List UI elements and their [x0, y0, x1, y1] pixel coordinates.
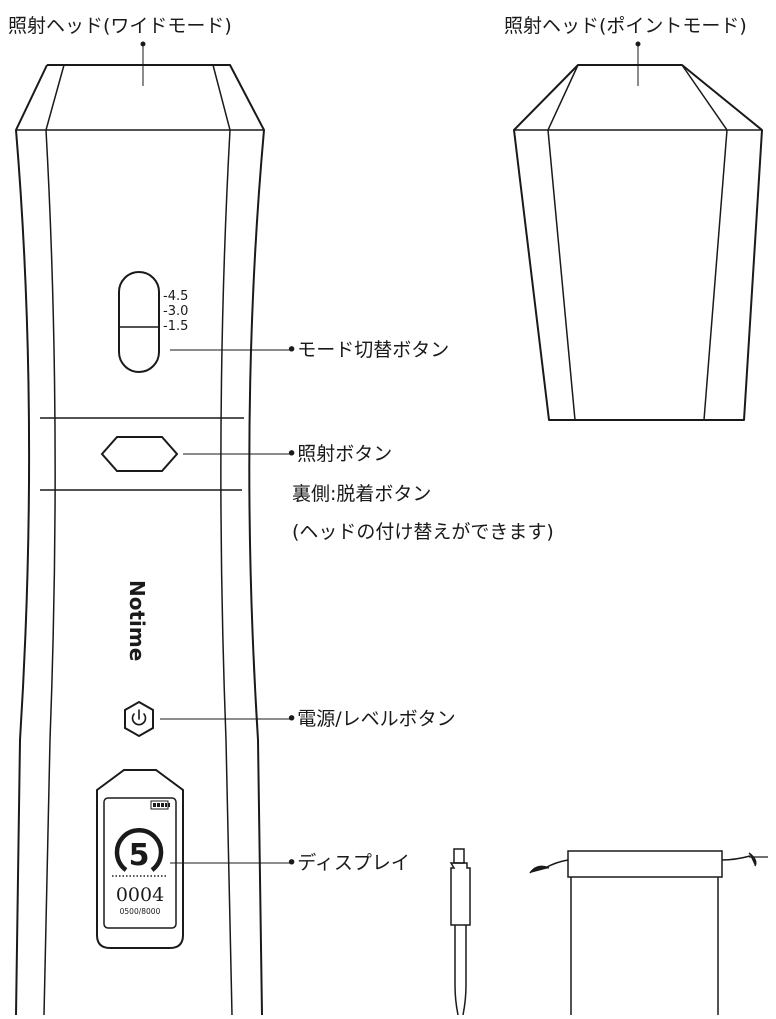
mode-switch[interactable] — [118, 271, 160, 373]
power-button[interactable] — [124, 700, 154, 738]
brand-logo: Notime — [125, 580, 149, 661]
head-facet-lines — [16, 64, 264, 131]
body-inner-lines — [43, 129, 233, 1016]
label-head-swap-note: (ヘッドの付け替えができます) — [292, 521, 554, 543]
shot-counter: 0004 — [116, 884, 164, 906]
display-panel: 5 0004 0500/8000 — [96, 769, 184, 949]
mode-level-1: -4.5 — [163, 289, 188, 304]
button-band — [40, 417, 244, 491]
point-head — [513, 64, 763, 421]
device-body-outline — [15, 64, 265, 1016]
label-head-point: 照射ヘッド(ポイントモード) — [504, 15, 747, 37]
mode-level-3: -1.5 — [163, 319, 188, 334]
leader-head-wide — [140, 41, 146, 86]
power-icon — [131, 709, 147, 726]
battery-icon — [150, 800, 170, 810]
usb-cable-icon — [449, 848, 471, 1016]
shot-total: 0500/8000 — [120, 907, 161, 916]
pouch-icon — [529, 850, 768, 1015]
label-mode-button: •モード切替ボタン — [286, 339, 450, 361]
mode-level-2: -3.0 — [163, 304, 188, 319]
label-display: •ディスプレイ — [286, 852, 410, 874]
irradiation-button[interactable] — [100, 436, 179, 472]
level-number: 5 — [129, 838, 150, 873]
label-head-wide: 照射ヘッド(ワイドモード) — [8, 15, 232, 37]
level-gauge-icon — [114, 828, 164, 872]
label-irradiation-button: •照射ボタン — [286, 443, 393, 465]
leader-head-point — [635, 41, 641, 86]
label-power-button: •電源/レベルボタン — [286, 708, 456, 730]
label-back-release: 裏側:脱着ボタン — [292, 483, 432, 505]
